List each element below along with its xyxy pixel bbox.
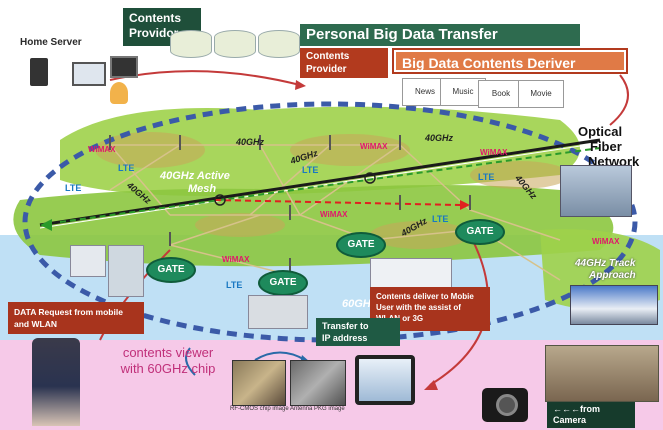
g40-label-1: 40GHz <box>236 137 265 147</box>
g60-label: 60GHz <box>342 298 377 310</box>
rf-chip-caption: RF-CMOS chip image <box>230 406 289 412</box>
contents-provider-2-line1: Contents <box>306 51 350 62</box>
wimax-label-1: WiMAX <box>88 145 116 154</box>
gate-3: GATE <box>336 232 386 258</box>
lte-label-1: LTE <box>118 163 135 173</box>
station-photo-1 <box>70 245 106 277</box>
from-camera-line2: Camera <box>553 415 587 425</box>
optical-line1: Optical <box>578 124 623 139</box>
contents-deliver-line1: Contents deliver to Mobie <box>376 292 474 301</box>
from-camera-callout: ←←←from Camera <box>547 402 635 428</box>
transfer-line1: Transfer to <box>322 321 369 331</box>
contents-deliver-callout: Contents deliver to Mobie User with the … <box>370 287 490 331</box>
student-photo <box>32 338 80 426</box>
track-approach-label: 44GHz Track Approach <box>575 258 636 282</box>
deriver-arrow <box>609 74 629 126</box>
wimax-label-4: WiMAX <box>320 210 348 219</box>
active-mesh-line1: 40GHz Active <box>160 170 230 182</box>
home-server-illustration <box>10 30 140 105</box>
lte-label-4: LTE <box>478 172 495 182</box>
gate-4: GATE <box>455 219 505 245</box>
user-figure-icon <box>110 82 128 104</box>
wimax-label-3: WiMAX <box>480 148 508 157</box>
contents-provider-2-line2: Provider <box>306 64 347 75</box>
big-data-deriver-banner: Big Data Contents Deriver <box>392 48 628 74</box>
track-line2: Approach <box>589 270 636 281</box>
personal-big-data-banner: Personal Big Data Transfer <box>300 24 580 46</box>
station-photo-3 <box>248 295 308 329</box>
active-mesh-label: 40GHz Active Mesh <box>160 170 230 196</box>
tablet-device <box>355 355 415 405</box>
lte-label-2: LTE <box>65 183 82 193</box>
viewer-line1: contents viewer <box>122 345 214 360</box>
gate-1: GATE <box>146 257 196 283</box>
wimax-label-2: WiMAX <box>360 142 388 151</box>
tab-book: Book <box>478 80 524 108</box>
station-photo-4 <box>370 258 452 288</box>
optical-line2: Fiber <box>590 139 622 154</box>
gate-2: GATE <box>258 270 308 296</box>
tab-movie: Movie <box>518 80 564 108</box>
contents-provider-line2: Providor <box>129 26 179 40</box>
data-request-line1: DATA Request from mobile <box>14 307 123 317</box>
lte-label-6: LTE <box>226 280 243 290</box>
track-line1: 44GHz Track <box>575 258 636 269</box>
wimax-label-5: WiMAX <box>222 255 250 264</box>
antenna-pkg-caption: Antenna PKG image <box>290 406 345 412</box>
contents-provider-2-box: Contents Provider <box>300 48 388 78</box>
g40-label-3: 40GHz <box>425 133 454 143</box>
optical-fiber-label: Optical Fiber Network <box>578 124 639 169</box>
lte-label-5: LTE <box>432 214 449 224</box>
transfer-ip-callout: Transfer to IP address <box>316 318 400 346</box>
data-request-callout: DATA Request from mobile and WLAN <box>8 302 144 334</box>
tv-icon <box>110 56 138 78</box>
transfer-line2: IP address <box>322 333 368 343</box>
data-request-line2: and WLAN <box>14 319 57 329</box>
server-icon <box>30 58 48 86</box>
tablet-screen <box>359 359 411 401</box>
antenna-pkg-image <box>290 360 346 406</box>
tower-photo <box>560 165 632 217</box>
station-photo-2 <box>108 245 144 297</box>
from-camera-line1: ←←←from <box>553 404 600 414</box>
viewer-line2: with 60GHz chip <box>120 361 216 376</box>
camera-icon <box>482 388 528 422</box>
rf-chip-image <box>232 360 286 406</box>
train-photo <box>570 285 658 325</box>
contents-deliver-line2: User with the assist of <box>376 303 461 312</box>
lte-label-3: LTE <box>302 165 319 175</box>
home-server-label: Home Server <box>20 37 82 48</box>
wimax-label-6: WiMAX <box>592 237 620 246</box>
contents-viewer-label: contents viewer with 60GHz chip <box>108 345 228 377</box>
camera-people-photo <box>545 345 659 402</box>
contents-provider-line1: Contents <box>129 11 181 25</box>
active-mesh-line2: Mesh <box>188 183 217 195</box>
laptop-icon <box>72 62 106 86</box>
